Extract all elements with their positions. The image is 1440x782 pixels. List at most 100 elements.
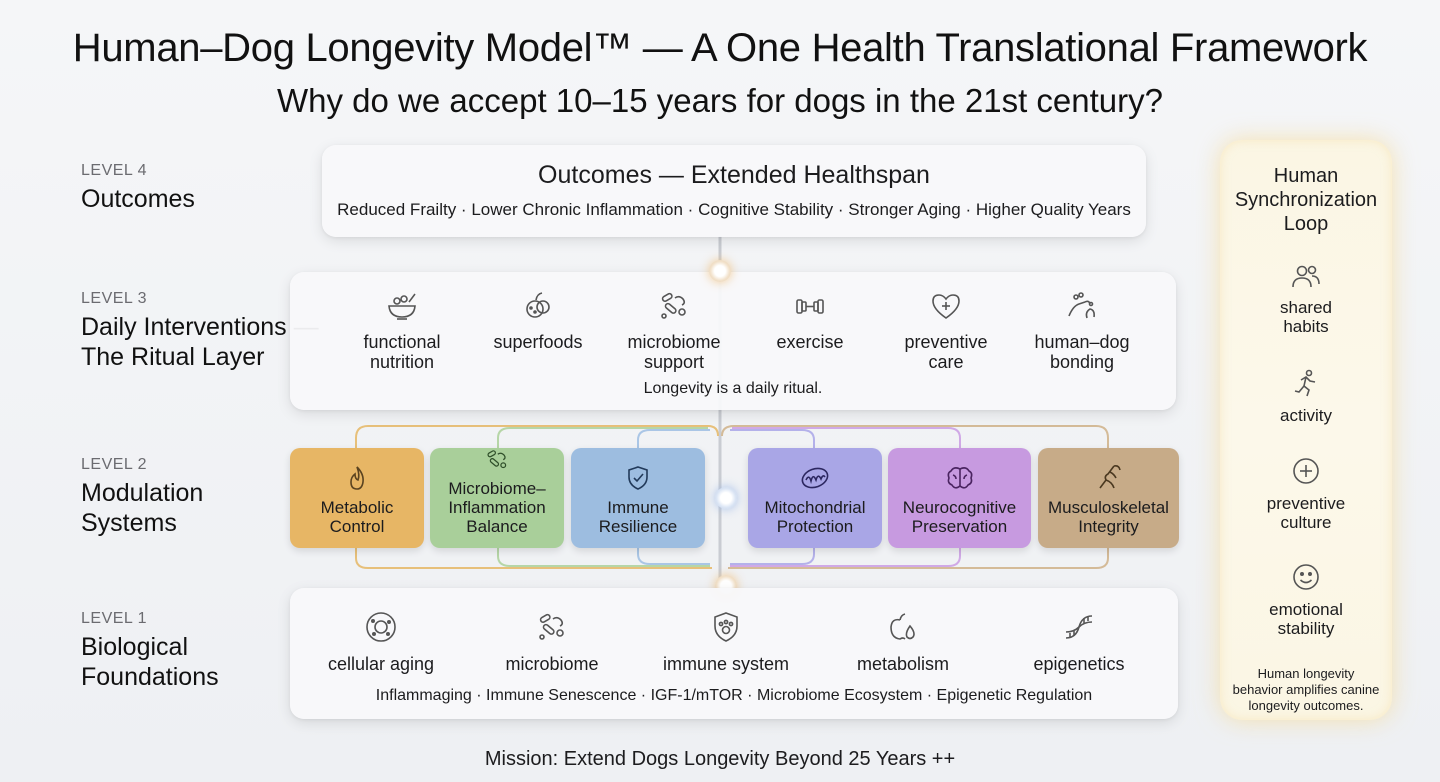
cell-icon bbox=[366, 612, 396, 642]
mitochondria-icon bbox=[801, 467, 829, 489]
level-1-name-line1: Biological bbox=[81, 633, 189, 661]
apple-drop-icon bbox=[890, 613, 915, 640]
level-4-label: LEVEL 4 bbox=[81, 162, 148, 179]
loop-label-line1: shared bbox=[1280, 298, 1332, 317]
foundation-cellular-aging: cellular aging bbox=[311, 610, 451, 674]
loop-title-line2: Synchronization bbox=[1234, 189, 1378, 211]
mod-label-line1: Neurocognitive bbox=[902, 498, 1017, 517]
flame-icon bbox=[350, 466, 364, 490]
loop-title: Human Synchronization Loop bbox=[1220, 164, 1392, 236]
rituals-card: functional nutrition superfoods microbio… bbox=[290, 272, 1176, 410]
mission-statement: Mission: Extend Dogs Longevity Beyond 25… bbox=[484, 748, 956, 770]
loop-label-line1: preventive bbox=[1266, 494, 1346, 513]
dna-icon bbox=[1065, 615, 1093, 639]
ritual-label-line1: microbiome bbox=[627, 332, 721, 352]
page-subtitle: Why do we accept 10–15 years for dogs in… bbox=[276, 82, 1163, 119]
people-icon bbox=[1292, 265, 1320, 288]
foundation-metabolism: metabolism bbox=[833, 610, 973, 674]
shield-paw-icon bbox=[714, 612, 738, 642]
foundations-card: cellular aging microbiome immune system … bbox=[290, 588, 1178, 719]
ritual-caption: Longevity is a daily ritual. bbox=[643, 380, 823, 397]
mod-label-line3: Balance bbox=[466, 517, 528, 536]
foundation-label: metabolism bbox=[856, 654, 950, 674]
loop-footer-line2: behavior amplifies canine bbox=[1232, 682, 1380, 697]
runner-icon bbox=[1294, 369, 1316, 397]
brain-icon bbox=[947, 467, 972, 489]
mod-label-line1: Microbiome– bbox=[448, 479, 546, 498]
connector-mito-bottom bbox=[730, 548, 815, 565]
dumbbell-icon bbox=[796, 299, 824, 314]
joint-icon bbox=[1098, 465, 1121, 489]
ritual-label-line2: support bbox=[643, 352, 705, 372]
foundations-caption: Inflammaging · Immune Senescence · IGF-1… bbox=[375, 687, 1093, 704]
connector-metabolic-bottom bbox=[355, 548, 712, 569]
loop-label-line2: culture bbox=[1280, 513, 1332, 532]
smile-icon bbox=[1293, 564, 1319, 590]
hand-paw-icon bbox=[1068, 292, 1095, 319]
foundation-epigenetics: epigenetics bbox=[1009, 610, 1149, 674]
ritual-label-line2: bonding bbox=[1049, 352, 1115, 372]
foundation-label: epigenetics bbox=[1033, 654, 1125, 674]
ritual-preventive-care: preventive care bbox=[876, 290, 1016, 372]
mod-label-line1: Musculoskeletal bbox=[1048, 498, 1169, 517]
connector-immune-bottom bbox=[637, 548, 710, 565]
level-1-label: LEVEL 1 bbox=[81, 610, 148, 627]
bacteria-icon bbox=[487, 450, 507, 469]
mod-label-line1: Mitochondrial bbox=[764, 498, 866, 517]
ritual-label-line1: functional bbox=[363, 332, 441, 352]
loop-footer-line1: Human longevity bbox=[1257, 666, 1355, 681]
level-3-name-line1: Daily Interventions — bbox=[81, 313, 319, 341]
loop-title-line3: Loop bbox=[1283, 213, 1329, 235]
ritual-functional-nutrition: functional nutrition bbox=[332, 290, 472, 372]
loop-emotional-stability: emotional stability bbox=[1220, 562, 1392, 638]
ritual-human-dog-bonding: human–dog bonding bbox=[1012, 290, 1152, 372]
foundation-label: microbiome bbox=[505, 654, 599, 674]
outcomes-title: Outcomes — Extended Healthspan bbox=[538, 161, 930, 189]
ritual-label-line2: nutrition bbox=[369, 352, 435, 372]
loop-label-line1: emotional bbox=[1269, 600, 1343, 619]
foundation-label: cellular aging bbox=[327, 654, 435, 674]
connector-node-top bbox=[709, 260, 731, 282]
level-3-name-line2: The Ritual Layer bbox=[81, 343, 265, 371]
ritual-microbiome-support: microbiome support bbox=[604, 290, 744, 372]
ritual-label-line1: exercise bbox=[776, 332, 844, 352]
level-2-name-line2: Systems bbox=[81, 509, 177, 537]
level-3-label: LEVEL 3 bbox=[81, 290, 148, 307]
heart-plus-icon bbox=[932, 294, 960, 319]
connector-metabolic bbox=[355, 425, 719, 448]
bowl-icon bbox=[388, 293, 416, 320]
ritual-exercise: exercise bbox=[740, 290, 880, 352]
ritual-superfoods: superfoods bbox=[468, 290, 608, 352]
loop-activity: activity bbox=[1220, 368, 1392, 425]
level-2-name-line1: Modulation bbox=[81, 479, 204, 507]
bacteria-icon bbox=[661, 292, 686, 319]
mod-label-line1: Metabolic bbox=[320, 498, 394, 517]
ritual-label-line1: superfoods bbox=[493, 332, 583, 352]
mod-neurocognitive-preservation: Neurocognitive Preservation bbox=[888, 448, 1031, 548]
connector-musculo-bottom bbox=[728, 548, 1109, 569]
mod-metabolic-control: Metabolic Control bbox=[290, 448, 424, 548]
mod-label-line2: Protection bbox=[776, 517, 854, 536]
connector-mito bbox=[730, 429, 815, 448]
mod-label-line2: Preservation bbox=[911, 517, 1008, 536]
outcomes-card: Outcomes — Extended Healthspan Reduced F… bbox=[322, 145, 1146, 237]
foundation-immune-system: immune system bbox=[656, 610, 796, 674]
connector-node-middle bbox=[715, 487, 737, 509]
ritual-label-line1: human–dog bbox=[1034, 332, 1130, 352]
loop-label-line2: habits bbox=[1283, 317, 1329, 336]
loop-footer-line3: longevity outcomes. bbox=[1248, 698, 1364, 713]
outcomes-list: Reduced Frailty · Lower Chronic Inflamma… bbox=[337, 200, 1131, 219]
ritual-label-line1: preventive bbox=[904, 332, 988, 352]
loop-label-line1: activity bbox=[1280, 406, 1332, 425]
level-2-label: LEVEL 2 bbox=[81, 456, 148, 473]
foundation-microbiome: microbiome bbox=[482, 610, 622, 674]
loop-footer: Human longevity behavior amplifies canin… bbox=[1220, 666, 1392, 714]
loop-preventive-culture: preventive culture bbox=[1220, 456, 1392, 532]
connector-microbiome bbox=[497, 427, 708, 448]
mod-immune-resilience: Immune Resilience bbox=[571, 448, 705, 548]
mod-label-line1: Immune bbox=[607, 498, 669, 517]
connector-immune bbox=[637, 429, 710, 448]
loop-title-line1: Human bbox=[1273, 165, 1339, 187]
mod-mitochondrial-protection: Mitochondrial Protection bbox=[748, 448, 882, 548]
mod-label-line2: Control bbox=[329, 517, 385, 536]
